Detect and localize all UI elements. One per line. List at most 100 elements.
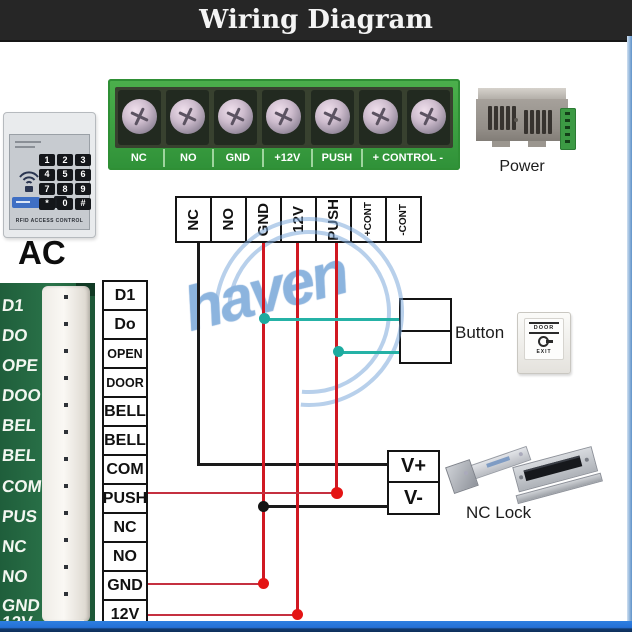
- screw-terminal-icon: [214, 90, 258, 145]
- key-3: 3: [75, 154, 91, 166]
- keypad-photo: 1 2 3 4 5 6 7 8 9 * 0 # RFID ACCESS CONT…: [3, 112, 96, 238]
- junction-black: [258, 501, 269, 512]
- pin-bell2: BELL: [102, 425, 148, 456]
- terminal-label-control: + CONTROL -: [360, 149, 453, 167]
- image-right-border: [627, 36, 632, 632]
- power-terminal-connector: [560, 108, 576, 150]
- keypad-blue-label: [12, 197, 40, 208]
- silkscreen-com: COM: [1, 477, 43, 496]
- terminal-label-12v: +12V: [261, 149, 312, 167]
- controller-pcb-photo: D1 DO OPE DOO BEL BEL COM PUS NC NO GND …: [0, 283, 95, 632]
- key-8: 8: [57, 183, 73, 195]
- title-banner: Wiring Diagram: [0, 0, 632, 42]
- terminal-label-gnd: GND: [212, 149, 262, 167]
- key-1: 1: [39, 154, 55, 166]
- key-icon: [538, 336, 553, 347]
- keypad-caption: AC: [18, 234, 66, 271]
- exit-button-face: DOOR EXIT: [524, 318, 564, 360]
- junction-red-gnd: [258, 578, 269, 589]
- pin-bell1: BELL: [102, 396, 148, 427]
- exit-button-photo: DOOR EXIT: [517, 312, 571, 374]
- term-no: NO: [210, 196, 247, 243]
- pin-com: COM: [102, 454, 148, 485]
- terminal-strip: [115, 87, 453, 148]
- image-bottom-bar: [0, 621, 632, 632]
- terminal-label-nc: NC: [130, 152, 147, 164]
- screw-terminal-icon: [262, 90, 306, 145]
- pin-d1: D1: [102, 280, 148, 311]
- button-caption: Button: [455, 323, 505, 342]
- screw-terminal-icon: [310, 90, 354, 145]
- pin-no: NO: [102, 541, 148, 572]
- pin-push: PUSH: [102, 483, 148, 514]
- terminal-wire-row: NC NO GND 12V PUSH +CONT -CONT: [175, 196, 422, 243]
- key-4: 4: [39, 168, 55, 181]
- screw-terminal-icon: [358, 90, 402, 145]
- wire-button-2: [337, 351, 399, 354]
- exit-button-door-text: DOOR: [533, 325, 555, 331]
- pcb-connector-pins: [64, 295, 68, 617]
- wire-12v-vertical: [296, 243, 299, 616]
- key-star: *: [39, 197, 55, 210]
- silkscreen-push: PUS: [1, 507, 39, 526]
- term-gnd: GND: [245, 196, 282, 243]
- button-contact-top: [399, 298, 452, 332]
- button-contact-boxes: [399, 298, 452, 364]
- key-7: 7: [39, 183, 55, 195]
- power-screw-hole: [514, 118, 518, 122]
- wire-push-horizontal: [148, 492, 337, 494]
- silkscreen-do: DO: [1, 326, 29, 345]
- junction-teal-2: [333, 346, 344, 357]
- junction-red-push: [331, 487, 343, 499]
- key-5: 5: [57, 168, 73, 181]
- screw-terminal-icon: [406, 90, 450, 145]
- keypad-footer-text: RFID ACCESS CONTROL: [15, 218, 84, 224]
- term-nc: NC: [175, 196, 212, 243]
- button-contact-bottom: [399, 330, 452, 364]
- wire-button-1: [264, 318, 399, 321]
- junction-teal-1: [259, 313, 270, 324]
- junction-red-12v: [292, 609, 303, 620]
- terminal-block-labels: NC NO GND +12V PUSH + CONTROL -: [115, 149, 453, 167]
- lock-terminal-vplus: V+: [387, 450, 440, 483]
- silkscreen-door: DOO: [1, 386, 42, 405]
- key-6: 6: [75, 168, 91, 181]
- wire-nc-vertical: [197, 243, 200, 465]
- terminal-block-photo: NC NO GND +12V PUSH + CONTROL -: [108, 79, 460, 170]
- pin-gnd: GND: [102, 570, 148, 601]
- page-title: Wiring Diagram: [199, 5, 433, 35]
- wire-gnd-horizontal: [148, 583, 264, 585]
- pin-open: OPEN: [102, 338, 148, 369]
- lock-terminal-boxes: V+ V-: [387, 450, 440, 515]
- wire-nc-to-vplus: [197, 463, 389, 466]
- terminal-label-no: NO: [162, 149, 213, 167]
- power-caption: Power: [499, 158, 545, 175]
- pin-do: Do: [102, 309, 148, 340]
- rfid-wave-icon: [16, 159, 42, 193]
- terminal-label-push: PUSH: [311, 149, 361, 167]
- key-9: 9: [75, 183, 91, 195]
- power-supply-photo: [476, 88, 568, 150]
- lock-caption: NC Lock: [466, 503, 532, 522]
- key-2: 2: [57, 154, 73, 166]
- wire-push-vertical: [335, 243, 338, 494]
- term-push: PUSH: [315, 196, 352, 243]
- lock-terminal-vminus: V-: [387, 481, 440, 515]
- silkscreen-d1: D1: [1, 296, 25, 315]
- term-ncont: -CONT: [385, 196, 422, 243]
- exit-button-exit-text: EXIT: [536, 349, 552, 355]
- silkscreen-bell1: BEL: [1, 416, 38, 435]
- silkscreen-no: NO: [1, 567, 29, 586]
- silkscreen-bell2: BEL: [1, 446, 38, 465]
- wire-gnd-to-vminus: [263, 505, 389, 508]
- silkscreen-open: OPE: [1, 356, 39, 375]
- screw-terminal-icon: [118, 90, 161, 145]
- keypad-keys: 1 2 3 4 5 6 7 8 9 * 0 #: [39, 154, 91, 210]
- pin-nc: NC: [102, 512, 148, 543]
- key-hash: #: [75, 197, 91, 210]
- term-12v: 12V: [280, 196, 317, 243]
- silkscreen-nc: NC: [1, 537, 28, 556]
- wire-gnd-vertical: [262, 243, 265, 586]
- wire-12v-horizontal: [148, 614, 298, 616]
